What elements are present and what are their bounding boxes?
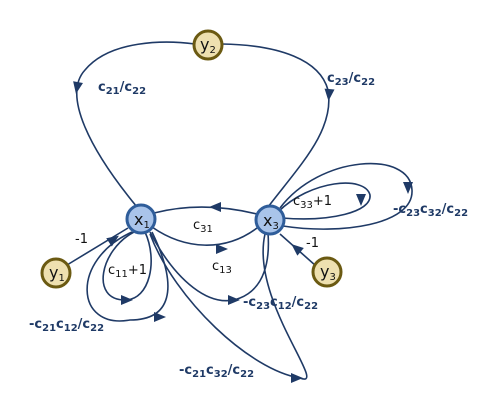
label-y3-x3: -1 (306, 236, 319, 251)
label-y2-x3: c23/c22 (327, 71, 375, 88)
arrow-x3-self-outer (403, 182, 413, 194)
arrow-x3-x1 (209, 202, 221, 212)
label-y1-x1: -1 (75, 232, 88, 247)
label-x3-x1: c31 (193, 218, 213, 235)
edge-x1-to-y2 (76, 41, 196, 208)
arrow-x3-self-inner (356, 194, 366, 206)
svg-text:x1: x1 (134, 210, 150, 231)
edge-x3-to-x1 (153, 206, 258, 215)
label-x1-self-outer: -c21c12/c22 (29, 317, 104, 334)
arrow-x1-self-outer (154, 312, 166, 322)
label-x3-self-outer: -c23c32/c22 (393, 202, 468, 219)
label-x1-x3: c13 (212, 259, 232, 276)
arrow-y1-x1 (106, 235, 119, 247)
edge-x3-self-outer (279, 162, 413, 230)
node-x1: x1 (125, 203, 157, 235)
arrow-y2-x1 (73, 81, 83, 94)
label-y2-x1: c21/c22 (98, 80, 146, 97)
svg-text:y2: y2 (200, 35, 216, 56)
edge-y1-to-x1 (66, 227, 129, 266)
svg-text:x3: x3 (263, 211, 279, 232)
label-x1-self-inner: c11+1 (108, 263, 147, 280)
edge-x1-self-outer (86, 231, 169, 322)
arrow-x1-x3 (216, 244, 228, 254)
svg-text:y3: y3 (320, 262, 336, 283)
node-y1: y1 (40, 257, 72, 289)
label-x3-x1-lower: -c21c32/c22 (179, 363, 254, 380)
arrow-y2-x3 (324, 88, 335, 101)
edge-x1-to-x3-lower (149, 231, 270, 302)
arrow-x1-x3-lower (228, 295, 240, 305)
edge-x3-self-inner (277, 182, 371, 220)
arrow-x1-self-inner (121, 295, 133, 305)
arrow-y3-x3 (291, 244, 304, 256)
svg-text:y1: y1 (49, 263, 65, 284)
edge-y2-to-x3 (221, 43, 330, 208)
label-x1-x3-lower: -c23c12/c22 (243, 295, 318, 312)
edge-x1-to-x3 (151, 226, 258, 246)
node-y3: y3 (311, 256, 343, 288)
node-x3: x3 (254, 204, 286, 236)
arrow-x3-x1-lower (291, 373, 303, 383)
label-x3-self-inner: c33+1 (293, 194, 332, 211)
node-y2: y2 (192, 29, 224, 61)
